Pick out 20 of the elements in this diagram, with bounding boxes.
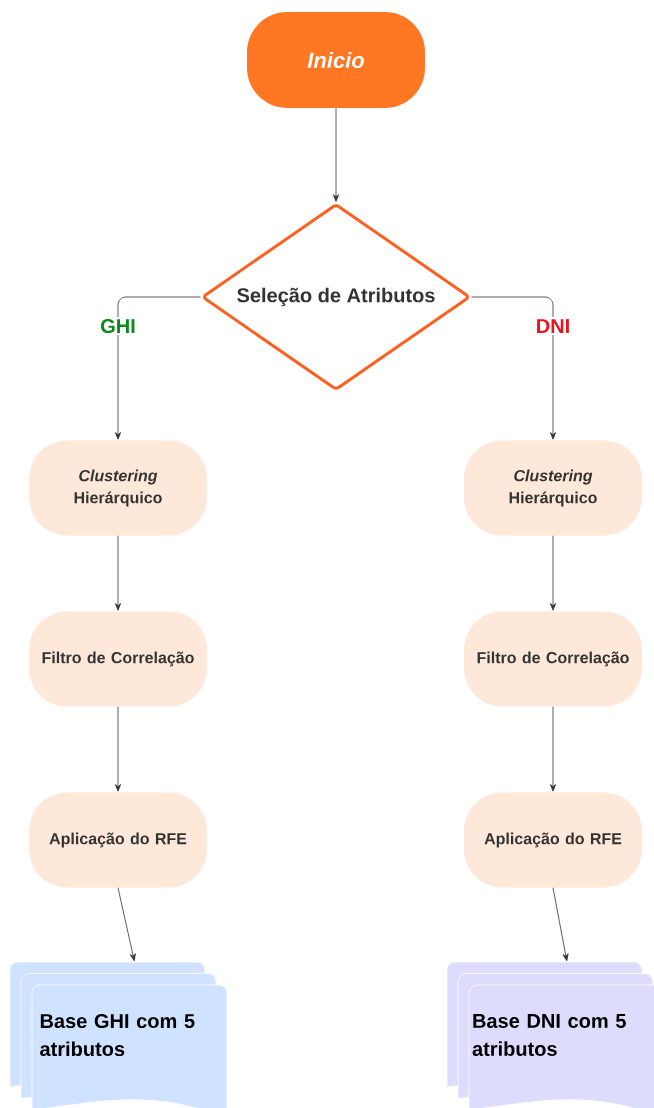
arrow (117, 887, 136, 962)
document-stack: Base DNI com 5 atributos (446, 961, 654, 1108)
arrow (550, 706, 556, 792)
arrow (115, 296, 201, 440)
process-box: Aplicação do RFE (29, 792, 207, 888)
process-box: Aplicação do RFE (464, 792, 642, 888)
arrow (550, 535, 556, 611)
arrow (333, 107, 339, 202)
process-box: Clustering Hierárquico (29, 440, 207, 536)
process-box: Clustering Hierárquico (464, 440, 642, 536)
edge-label: GHI (98, 316, 138, 336)
document-stack: Base GHI com 5 atributos (9, 961, 228, 1108)
process-box: Filtro de Correlação (464, 611, 642, 707)
process-box: Filtro de Correlação (29, 611, 207, 707)
arrow (115, 535, 121, 611)
edge-label: DNI (533, 317, 573, 335)
arrow (552, 887, 569, 962)
arrow (115, 706, 121, 792)
arrow (471, 296, 556, 440)
start-terminal: Inicio (247, 12, 425, 108)
